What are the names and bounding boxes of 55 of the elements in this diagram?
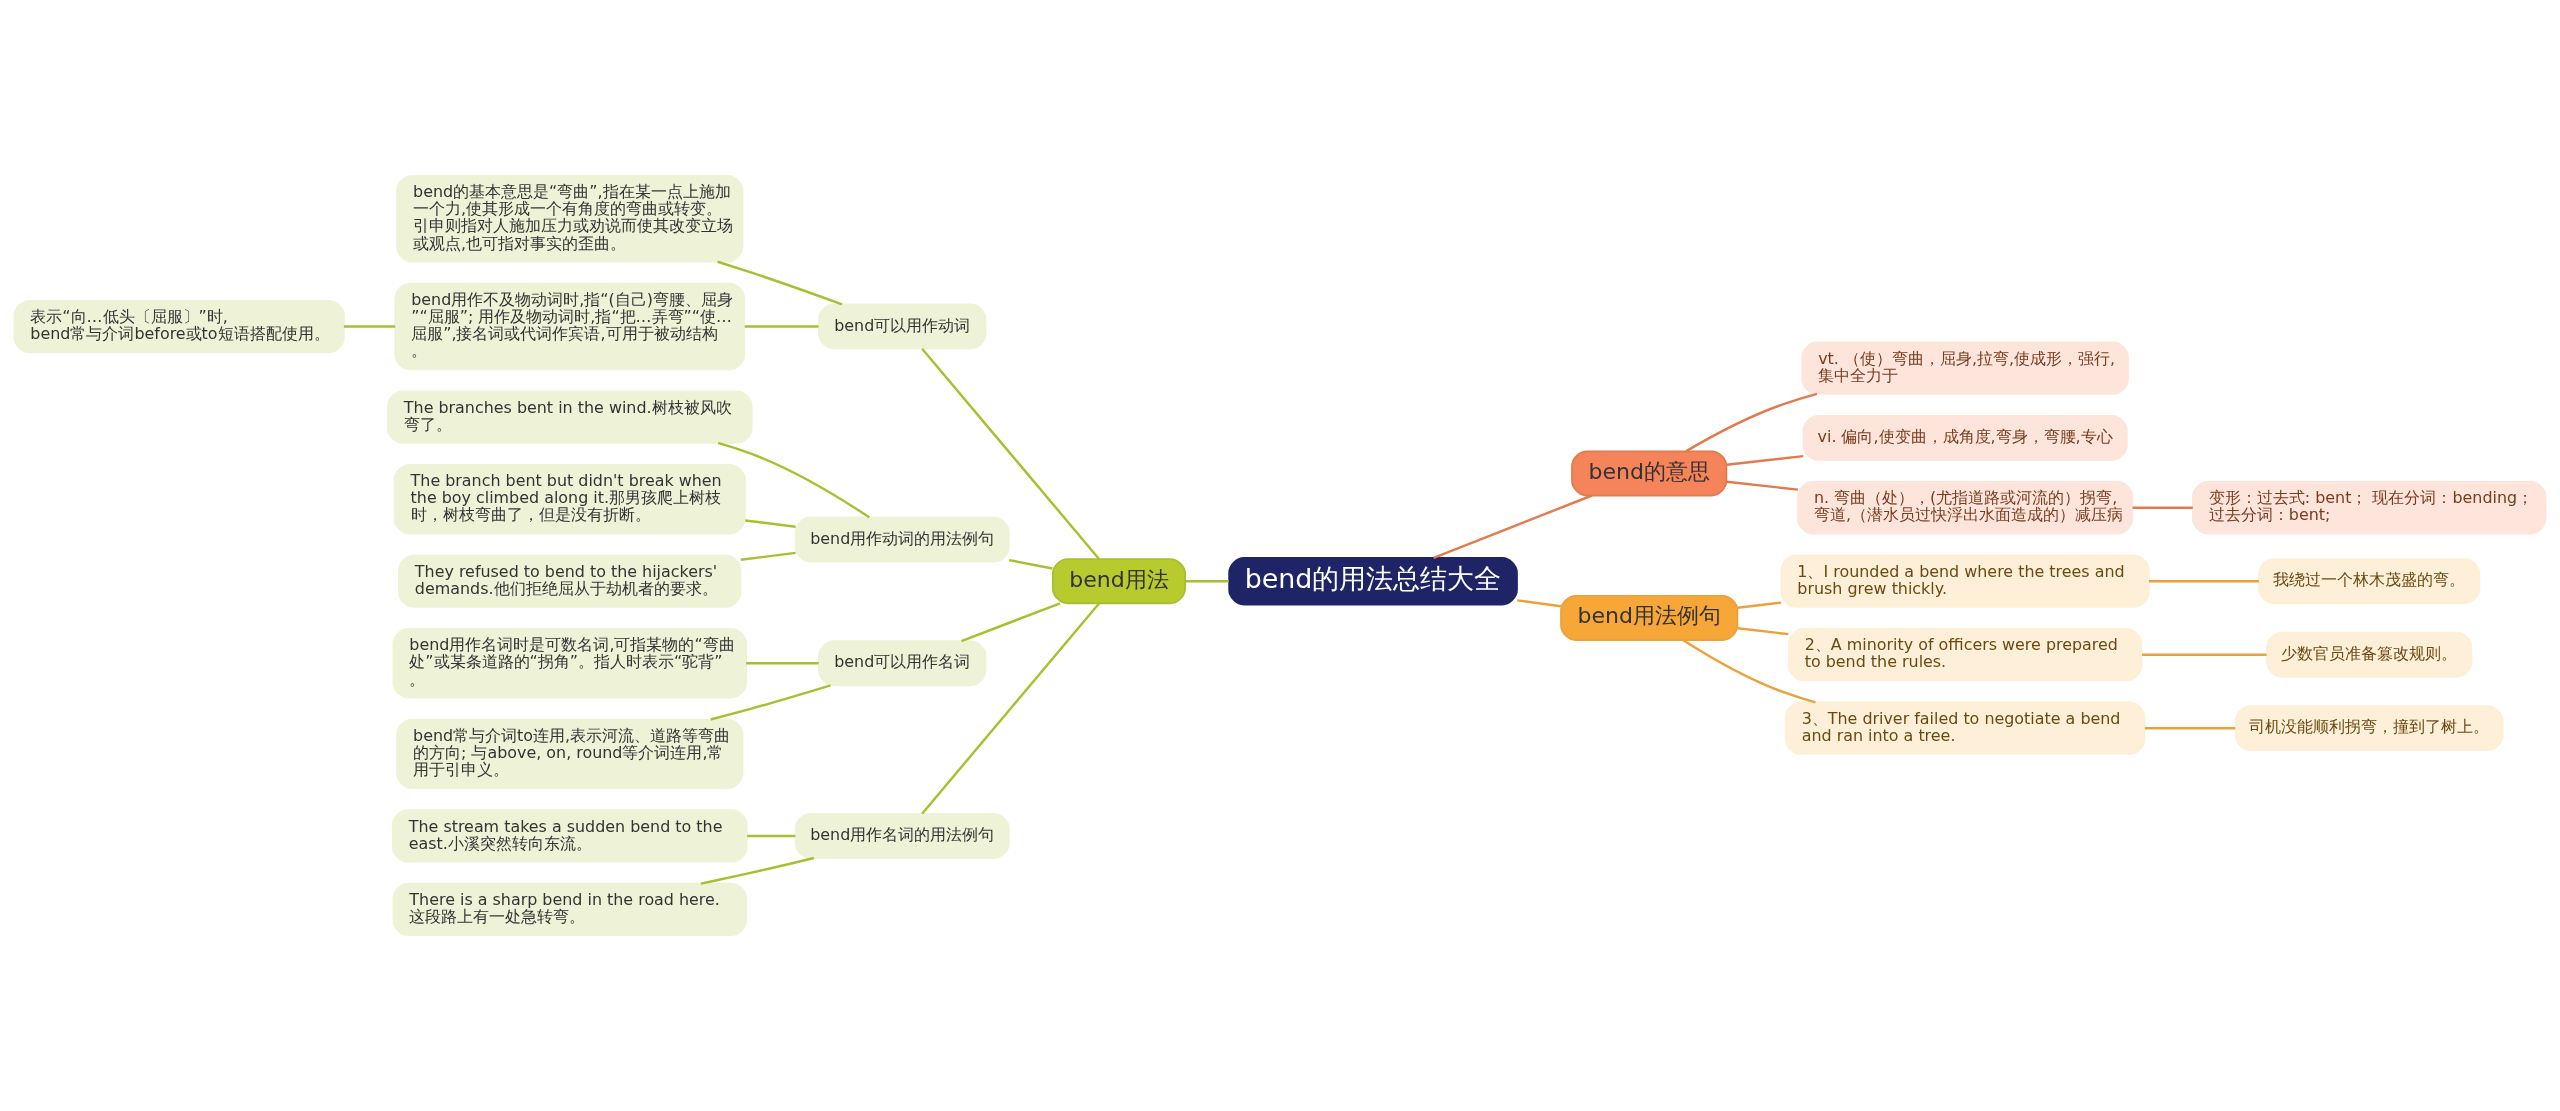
connector (1516, 599, 1562, 608)
node-box: The branches bent in the wind.树枝被风吹弯了。 (387, 390, 753, 444)
node-box: 2、A minority of officers were prepared to bend the rules. (1787, 628, 2143, 682)
connector (921, 347, 1100, 560)
node-box: bend可以用作名词 (818, 640, 987, 687)
connector (747, 834, 796, 838)
connector (740, 551, 796, 561)
node-box: The branch bent but didn't break when the boy climbed along it.那男孩爬上树枝时，树枝弯曲了，但是没有折断。 (393, 463, 746, 535)
node-box: bend的用法总结大全 (1228, 557, 1518, 606)
node-box: bend用法例句 (1560, 595, 1739, 641)
node-box: bend常与介词to连用,表示河流、道路等弯曲的方向; 与above, on, round等介词连用,常用于引申义。 (396, 718, 744, 790)
connector (745, 519, 796, 528)
node-box: They refused to bend to the hijackers' demands.他们拒绝屈从于劫机者的要求。 (398, 554, 742, 608)
connector (700, 856, 815, 885)
connector (1008, 558, 1053, 570)
connector (746, 662, 819, 665)
node-box: 我绕过一个林木茂盛的弯。 (2258, 558, 2481, 605)
node-box: 3、The driver failed to negotiate a bend and ran into a tree. (1784, 701, 2146, 755)
connector (343, 325, 396, 328)
connector (2141, 653, 2267, 656)
connector (1737, 626, 1789, 636)
connector (1682, 638, 1816, 704)
node-box: bend用作动词的用法例句 (794, 516, 1010, 563)
node-box: bend用作不及物动词时,指“(自己)弯腰、屈身”“屈服”; 用作及物动词时,指“把…弄弯”“使…屈服”,接名词或代词作宾语,可用于被动结构。 (394, 282, 746, 371)
connector (717, 260, 843, 306)
node-box: bend的意思 (1571, 450, 1728, 497)
node-box: 表示“向…低头〔屈服〕”时, bend常与介词before或to短语搭配使用。 (13, 299, 345, 354)
node-box: 少数官员准备篡改规则。 (2266, 631, 2473, 678)
connector (2148, 580, 2259, 583)
node-box: bend的基本意思是“弯曲”,指在某一点上施加一个力,使其形成一个有角度的弯曲或转变。引申则指对人施加压力或劝说而使其改变立场或观点,也可指对事实的歪曲。 (396, 175, 744, 263)
node-box: There is a sharp bend in the road here.这段路上有一处急转弯。 (392, 882, 748, 936)
connector (1737, 601, 1782, 609)
connector (1726, 454, 1804, 467)
node-box: 1、I rounded a bend where the trees and brush grew thickly. (1780, 554, 2150, 608)
connector (961, 602, 1061, 643)
node-box: vt. （使）弯曲，屈身,拉弯,使成形，强行,集中全力于 (1801, 341, 2129, 395)
node-box: The stream takes a sudden bend to the east.小溪突然转向东流。 (391, 809, 748, 863)
connector (717, 441, 870, 519)
node-box: 司机没能顺利拐弯，撞到了树上。 (2234, 705, 2504, 752)
connector (1433, 494, 1593, 559)
node-box: 变形：过去式: bent； 现在分词：bending；过去分词：bent; (2191, 481, 2547, 535)
connector (1726, 480, 1799, 491)
connector (2132, 506, 2193, 509)
node-box: bend可以用作动词 (818, 303, 987, 350)
connector (710, 684, 831, 721)
connector (744, 325, 819, 328)
node-box: n. 弯曲（处），(尤指道路或河流的）拐弯,弯道,（潜水员过快浮出水面造成的）减压病 (1797, 481, 2134, 535)
node-box: bend用作名词时是可数名词,可指某物的“弯曲处”或某条道路的“拐角”。指人时表示“驼背”。 (392, 628, 748, 699)
node-box: bend用法 (1051, 558, 1186, 605)
node-box: bend用作名词的用法例句 (794, 812, 1010, 859)
connector (2144, 726, 2236, 730)
connector (921, 602, 1100, 815)
connector (1685, 392, 1818, 453)
connector (1185, 580, 1229, 583)
node-box: vi. 偏向,使变曲，成角度,弯身，弯腰,专心 (1802, 414, 2128, 461)
